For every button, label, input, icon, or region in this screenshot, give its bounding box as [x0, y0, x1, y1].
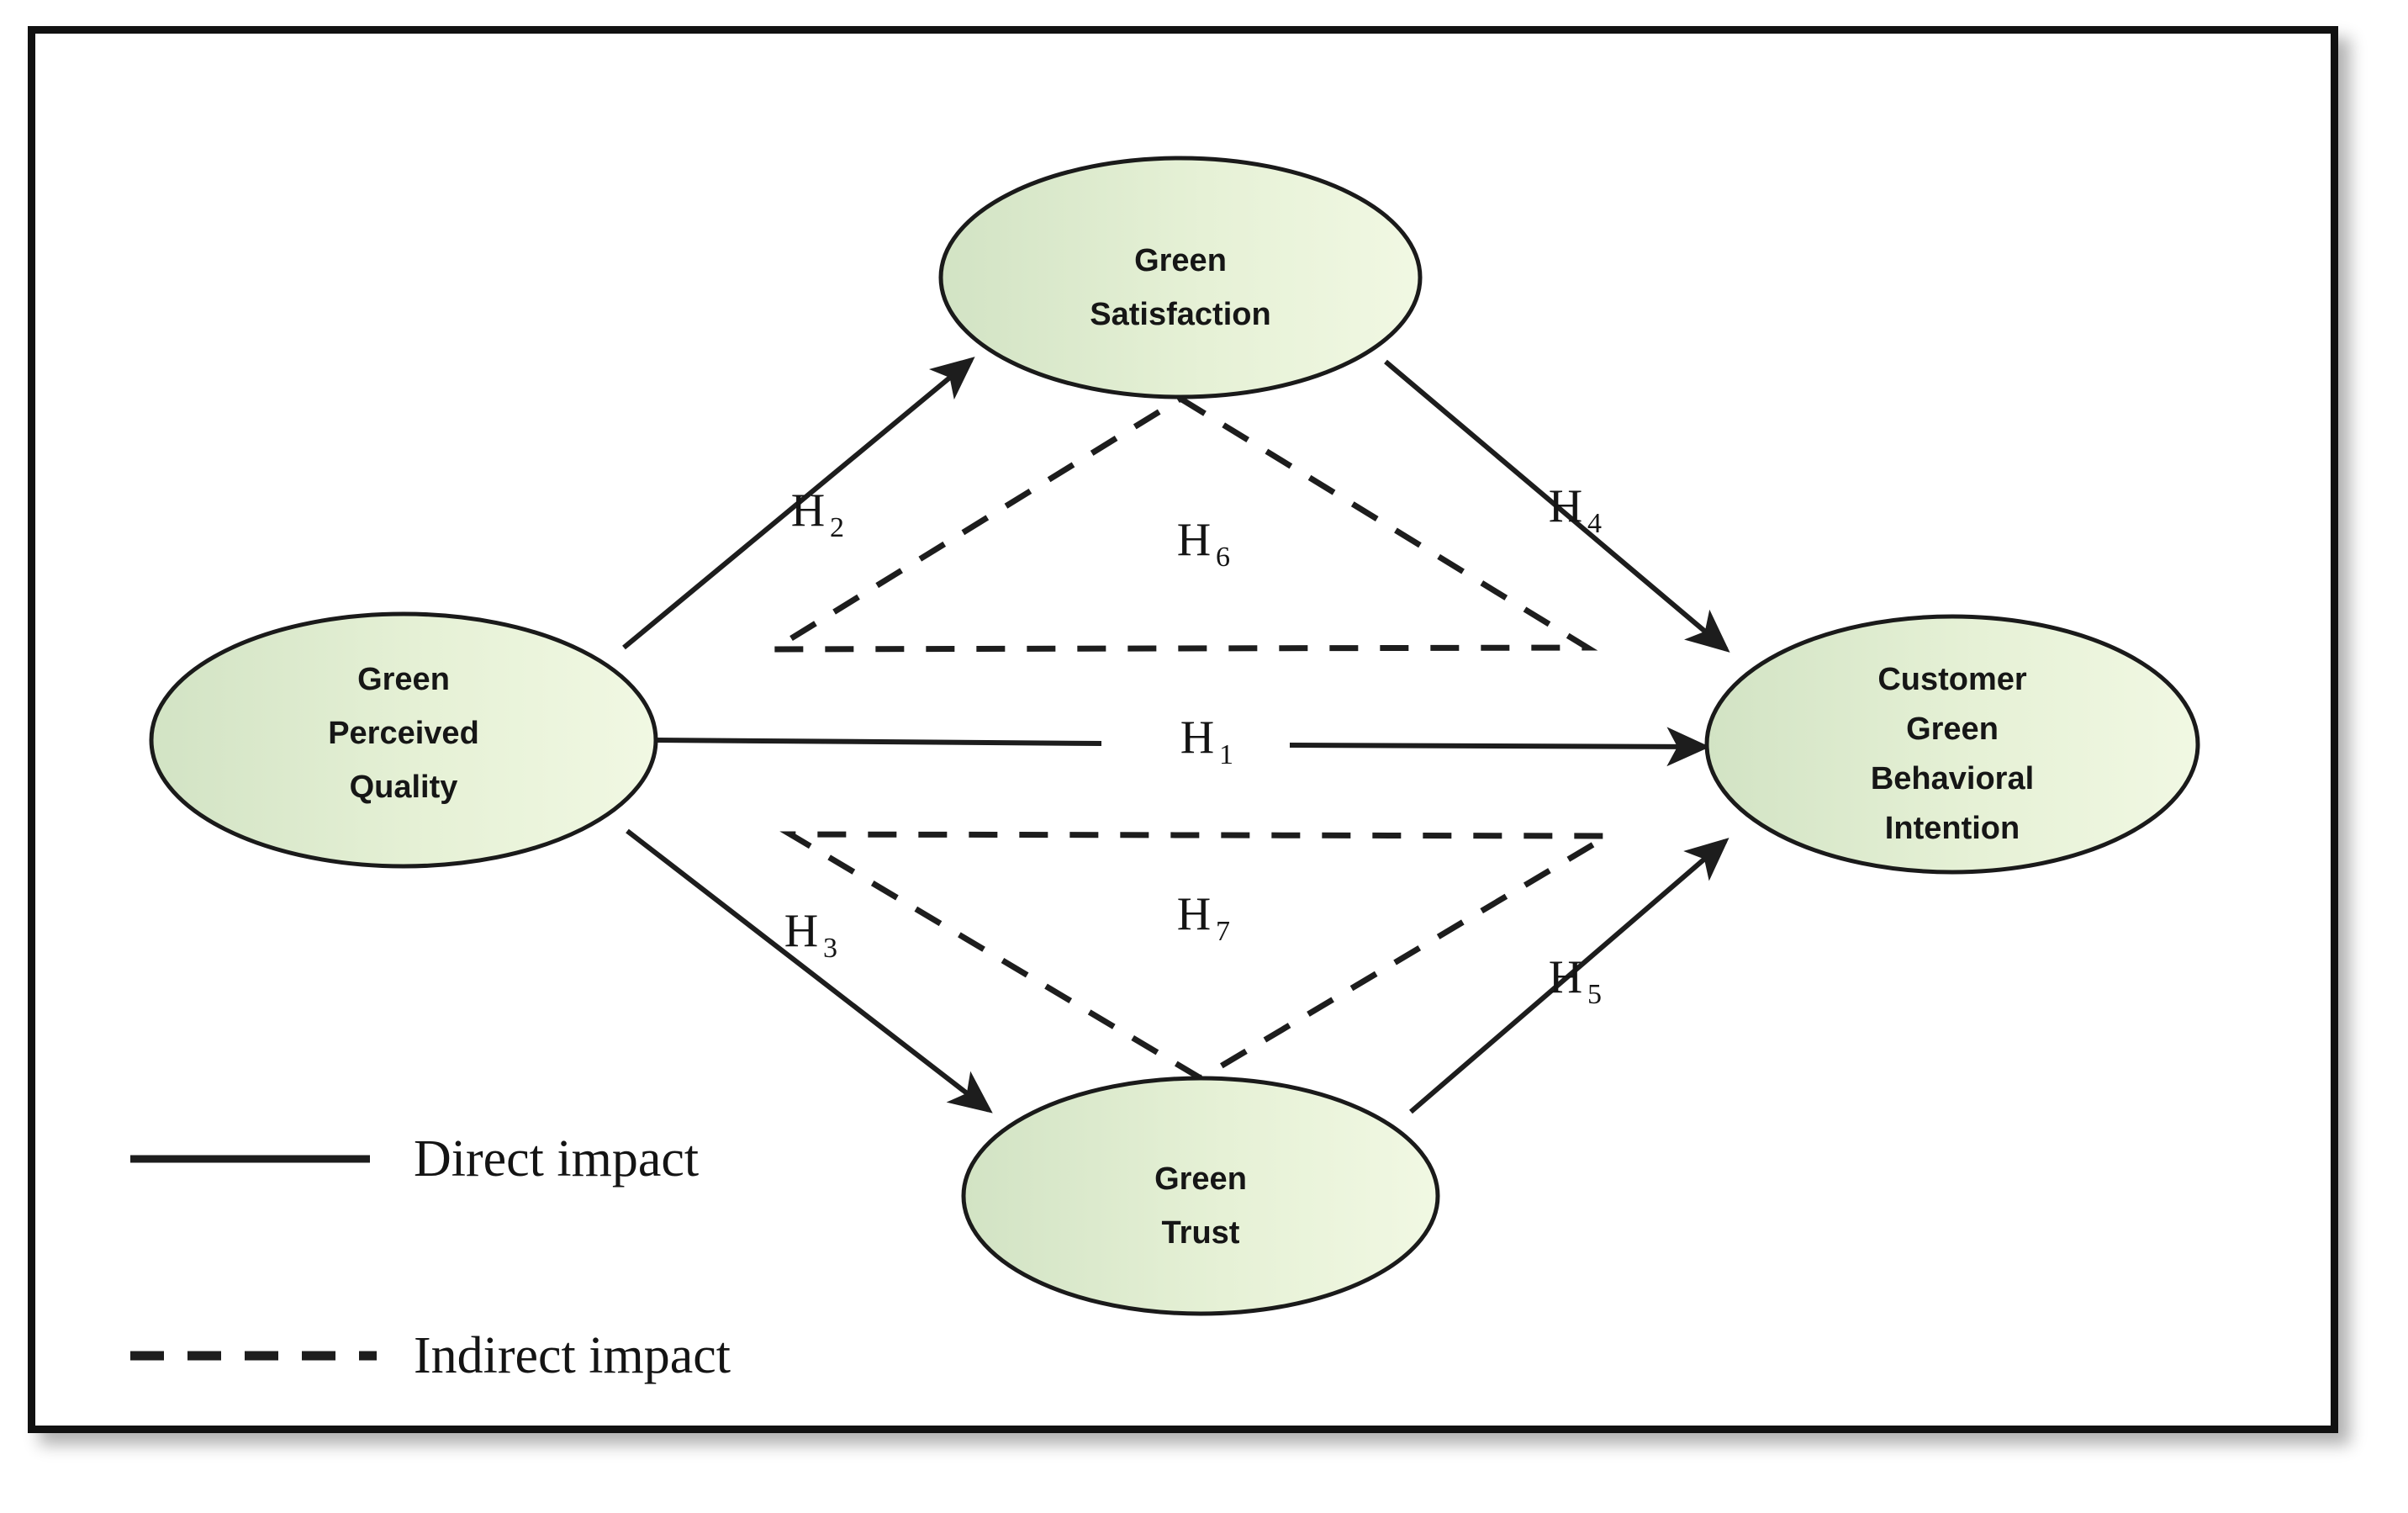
figure-border [28, 26, 2338, 1433]
